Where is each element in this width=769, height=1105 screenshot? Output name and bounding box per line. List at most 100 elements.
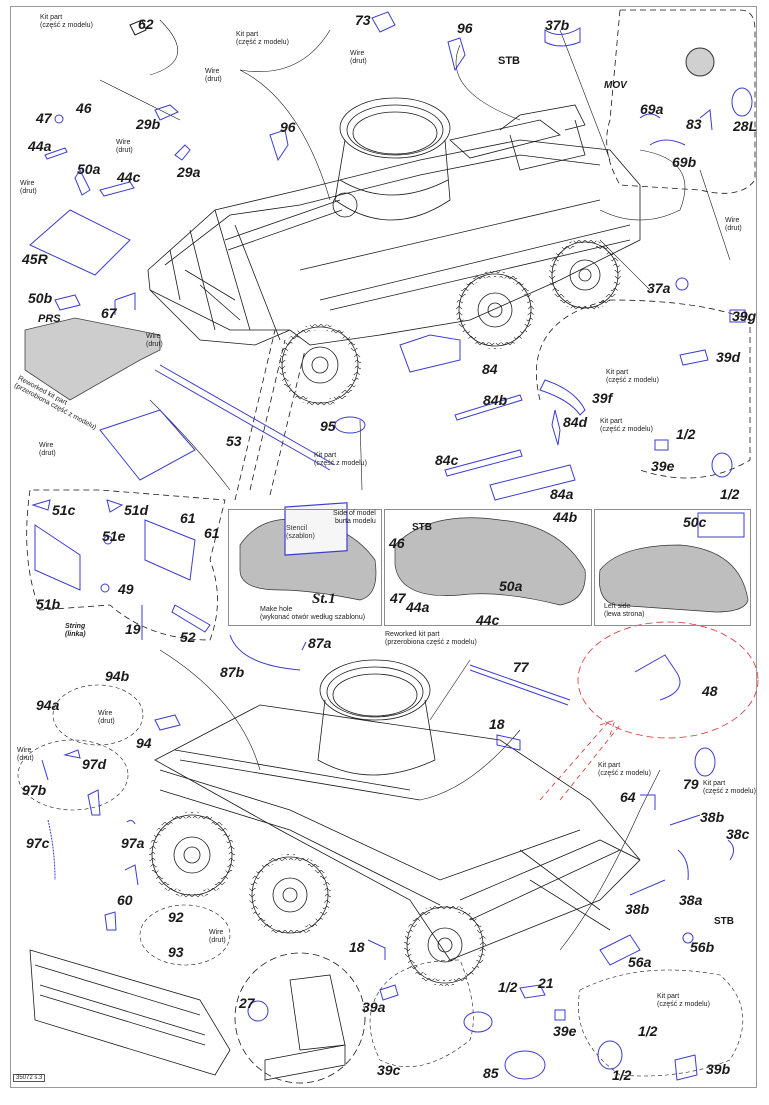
part-87a — [301, 641, 307, 651]
label-92: 92 — [168, 909, 184, 925]
part-39b — [674, 1054, 698, 1081]
part-53 — [154, 364, 336, 471]
part-97d — [63, 749, 81, 759]
part-56b — [682, 932, 694, 944]
part-47 — [54, 114, 64, 124]
label-53: 53 — [226, 433, 242, 449]
wire-note: Wire (drut) — [116, 139, 133, 155]
label-38a: 38a — [679, 892, 703, 908]
part-39e — [654, 439, 669, 451]
label-21: 21 — [538, 975, 554, 991]
part-39g — [729, 309, 746, 323]
label-48: 48 — [702, 683, 718, 699]
label-60: 60 — [117, 892, 133, 908]
part-69a — [639, 113, 661, 119]
stencil-plate — [284, 502, 348, 556]
part-84 — [399, 334, 461, 373]
part-28L — [731, 87, 753, 117]
wire-note: Wire (drut) — [20, 180, 37, 196]
inset-label-46: 46 — [389, 535, 405, 551]
prs-label: PRS — [38, 313, 61, 325]
part-38a — [677, 849, 689, 881]
part-38c — [727, 839, 734, 861]
left-side-note: Left side (lewa strona) — [604, 603, 645, 619]
kit-part-note: Kit part (część z modelu) — [703, 780, 756, 796]
part-1-2-b — [463, 1011, 493, 1033]
label-38c: 38c — [726, 826, 750, 842]
part-48 — [634, 654, 681, 701]
label-1-2-c: 1/2 — [498, 979, 518, 995]
part-37b — [544, 27, 581, 47]
upper-vehicle-turret-ring — [334, 97, 451, 221]
stencil-label: St.1 — [312, 591, 336, 607]
part-56a — [599, 934, 641, 966]
part-1-2-c — [597, 1040, 623, 1070]
label-39a: 39a — [362, 999, 386, 1015]
label-51b: 51b — [36, 596, 61, 612]
part-39f — [539, 379, 586, 416]
string-note: String (linka) — [65, 623, 86, 639]
label-83: 83 — [686, 116, 702, 132]
part-85 — [504, 1050, 546, 1080]
label-97b: 97b — [22, 782, 47, 798]
label-49: 49 — [118, 581, 134, 597]
part-51b — [34, 524, 81, 591]
label-95: 95 — [320, 418, 336, 434]
label-28L: 28L — [733, 118, 758, 134]
label-62: 62 — [138, 16, 154, 32]
reworked-kit-part-note: Reworked kit part (przerobiona część z m… — [385, 631, 477, 647]
part-64 — [640, 794, 656, 810]
kit-part-note: Kit part (część z modelu) — [598, 762, 651, 778]
upper-vehicle-gun — [224, 192, 358, 251]
reworked-plate — [24, 317, 161, 401]
kit-part-note: Kit part (część z modelu) — [40, 14, 93, 30]
label-51e: 51e — [102, 528, 126, 544]
label-84c: 84c — [435, 452, 459, 468]
callout-ellipses — [17, 684, 744, 1077]
part-39a — [379, 984, 399, 1001]
part-96-a — [447, 37, 466, 72]
upper-callout-lines — [26, 9, 756, 641]
part-67 — [114, 292, 136, 315]
label-37a: 37a — [647, 280, 671, 296]
label-29a: 29a — [177, 164, 201, 180]
upper-vehicle-wheels — [279, 239, 621, 406]
highlight-ellipse — [577, 621, 759, 739]
label-18-b: 18 — [349, 939, 365, 955]
label-39e: 39e — [651, 458, 675, 474]
wire-note: Wire (drut) — [98, 710, 115, 726]
label-51c: 51c — [52, 502, 76, 518]
label-51d: 51d — [124, 502, 149, 518]
left-side-inset-panel — [594, 509, 751, 626]
part-51d — [106, 499, 124, 513]
wire-note: Wire (drut) — [205, 68, 222, 84]
part-69b — [649, 139, 686, 146]
label-94a: 94a — [36, 697, 60, 713]
highlight-arrow — [539, 719, 621, 801]
part-38b-b — [629, 879, 666, 896]
side-of-model-note: Side of model burta modelu — [333, 510, 376, 526]
part-62 — [129, 19, 147, 36]
label-45R: 45R — [22, 251, 48, 267]
mov-label: MOV — [604, 80, 627, 91]
part-29b — [154, 104, 179, 121]
label-61-a: 61 — [180, 510, 196, 526]
label-56b: 56b — [690, 939, 715, 955]
part-18-b — [367, 939, 386, 960]
stb-label: STB — [498, 55, 520, 67]
label-87a: 87a — [308, 635, 332, 651]
wire-note: Wire (drut) — [350, 50, 367, 66]
make-hole-note: Make hole (wykonać otwór według szablonu… — [260, 606, 366, 622]
label-46: 46 — [76, 100, 92, 116]
part-45R — [29, 209, 131, 276]
label-38b-a: 38b — [700, 809, 725, 825]
hatch-detail-circle — [234, 952, 366, 1084]
part-60 — [124, 864, 139, 886]
label-52: 52 — [180, 629, 196, 645]
part-50c-plate — [697, 512, 745, 538]
part-52 — [171, 604, 211, 633]
part-94 — [154, 714, 181, 731]
part-79 — [694, 747, 716, 777]
part-21 — [519, 984, 546, 999]
